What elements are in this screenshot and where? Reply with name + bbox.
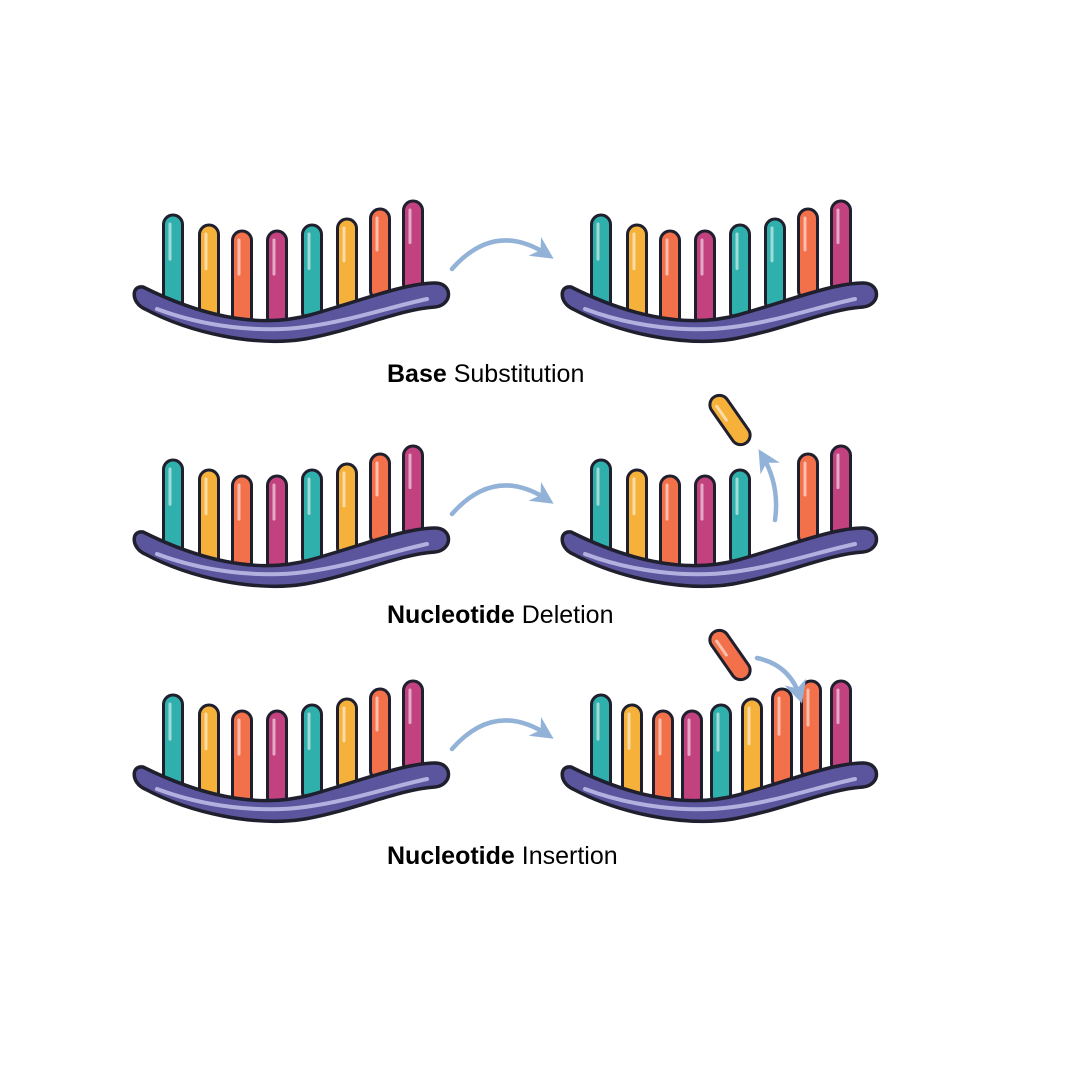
nucleotide-yellow <box>621 703 643 803</box>
caption-nucleotide-insertion: Nucleotide Insertion <box>387 842 618 871</box>
insertion-arrow <box>754 655 807 704</box>
backbone <box>132 526 451 588</box>
nucleotide-teal <box>301 703 323 804</box>
nucleotide-orange <box>231 474 253 574</box>
backbone <box>560 526 879 588</box>
nucleotide-teal <box>729 223 751 324</box>
transition-arrow <box>449 481 554 517</box>
removal-arrow <box>758 449 780 523</box>
nucleotide-magenta <box>681 709 703 810</box>
nucleotide-magenta <box>402 444 424 541</box>
nucleotide-yellow <box>198 223 220 324</box>
nucleotide-yellow <box>198 703 220 804</box>
nucleotide-teal <box>764 217 786 314</box>
nucleotide-orange <box>652 709 674 808</box>
nucleotide-magenta <box>266 474 288 574</box>
nucleotide-yellow <box>336 217 358 314</box>
nucleotide-teal <box>301 223 323 324</box>
nucleotide-orange <box>369 207 391 302</box>
floating-nucleotide <box>708 628 752 682</box>
nucleotide-yellow <box>626 468 648 569</box>
nucleotide-orange <box>659 229 681 329</box>
caption-base-substitution: Base Substitution <box>387 360 584 389</box>
nucleotide-magenta <box>830 444 852 541</box>
base-highlight <box>715 404 728 422</box>
inserted-nucleotide <box>708 628 752 682</box>
backbone-highlight <box>155 297 429 332</box>
backbone-highlight <box>155 777 429 812</box>
strand-before <box>132 444 451 588</box>
caption-light: Substitution <box>453 360 585 388</box>
transition-arrow <box>449 716 554 752</box>
backbone <box>132 761 451 823</box>
backbone-highlight <box>155 542 429 577</box>
nucleotide-magenta <box>694 229 716 329</box>
nucleotide-magenta <box>266 709 288 809</box>
caption-bold: Nucleotide <box>387 842 515 870</box>
nucleotide-yellow <box>336 697 358 794</box>
nucleotide-teal <box>301 468 323 569</box>
nucleotide-yellow <box>198 468 220 569</box>
nucleotide-orange <box>369 452 391 547</box>
nucleotide-orange <box>231 709 253 809</box>
nucleotide-orange <box>800 679 822 781</box>
backbone-highlight <box>583 777 857 812</box>
nucleotide-orange <box>797 452 819 547</box>
nucleotide-orange <box>231 229 253 329</box>
nucleotide-magenta <box>694 474 716 574</box>
deleted-nucleotide <box>708 393 752 447</box>
transition-arrow <box>449 236 554 272</box>
nucleotide-orange <box>797 207 819 302</box>
caption-bold: Nucleotide <box>387 601 515 629</box>
nucleotide-yellow <box>741 697 763 801</box>
backbone <box>560 281 879 343</box>
backbone <box>560 761 879 823</box>
strand-before <box>132 679 451 823</box>
nucleotide-yellow <box>336 462 358 559</box>
strand-after <box>560 444 879 588</box>
strand-after <box>560 679 879 823</box>
caption-light: Deletion <box>521 601 614 629</box>
backbone <box>132 281 451 343</box>
nucleotide-orange <box>771 687 793 792</box>
nucleotide-magenta <box>266 229 288 329</box>
caption-nucleotide-deletion: Nucleotide Deletion <box>387 601 613 630</box>
nucleotide-magenta <box>402 679 424 776</box>
floating-nucleotide <box>708 393 752 447</box>
backbone-highlight <box>583 542 857 577</box>
caption-light: Insertion <box>521 842 618 870</box>
nucleotide-magenta <box>830 199 852 296</box>
nucleotide-teal <box>710 703 732 807</box>
nucleotide-teal <box>729 468 751 569</box>
base-highlight <box>715 639 728 657</box>
nucleotide-orange <box>369 687 391 782</box>
caption-bold: Base <box>387 360 447 388</box>
nucleotide-magenta <box>830 679 852 776</box>
strand-after <box>560 199 879 343</box>
nucleotide-magenta <box>402 199 424 296</box>
nucleotide-yellow <box>626 223 648 324</box>
strand-before <box>132 199 451 343</box>
nucleotide-orange <box>659 474 681 574</box>
backbone-highlight <box>583 297 857 332</box>
